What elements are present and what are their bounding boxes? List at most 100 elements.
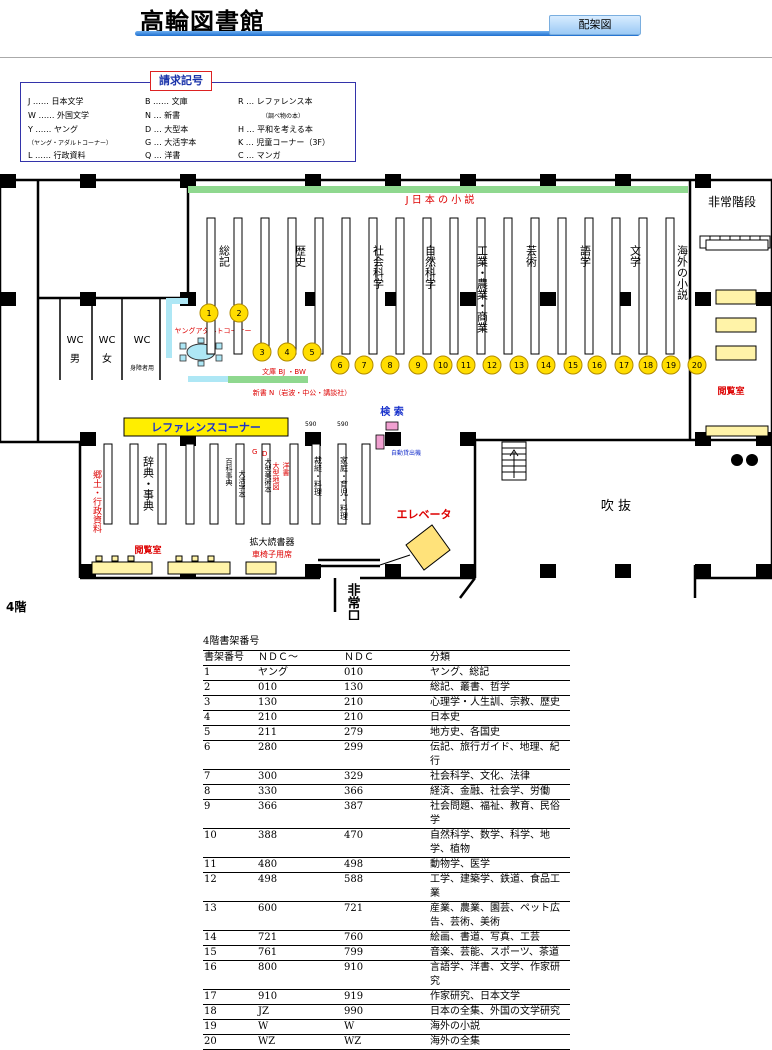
- table-cell: 210: [343, 710, 429, 726]
- search-terminal[interactable]: [385, 421, 399, 431]
- shelf-category-label: 社会科学: [372, 244, 385, 289]
- shelf-number-text: 8: [387, 361, 392, 370]
- table-cell: 絵画、書道、写真、工芸: [429, 930, 570, 946]
- table-cell: ヤング: [257, 665, 343, 681]
- shelf-number-marker[interactable]: [302, 342, 322, 362]
- table-cell: WZ: [257, 1034, 343, 1050]
- bookshelf: [157, 443, 167, 525]
- table-cell: 社会科学、文化、法律: [429, 769, 570, 785]
- table-cell: 11: [203, 857, 257, 873]
- shelf-number-marker[interactable]: [536, 355, 556, 375]
- self-checkout-label: 自動貸出機: [391, 449, 421, 457]
- bookshelf: [311, 443, 321, 525]
- floor-map-tab[interactable]: 配架図: [549, 15, 641, 35]
- table-cell: 15: [203, 945, 257, 961]
- wc-male-label: WC: [67, 335, 84, 346]
- legend-item: R … レファレンス本: [238, 97, 313, 106]
- table-cell: 329: [343, 769, 429, 785]
- shelf-number-marker[interactable]: [482, 355, 502, 375]
- table-cell: 470: [343, 828, 429, 858]
- bookshelf: [638, 217, 648, 355]
- shelf-number-text: 9: [415, 361, 420, 370]
- legend-item: Q … 洋書: [145, 151, 181, 160]
- shelf-category-label: 語学: [579, 244, 592, 267]
- shelf-number-text: 20: [692, 361, 702, 370]
- table-cell: 919: [343, 989, 429, 1005]
- shelf-number-marker[interactable]: [229, 303, 249, 323]
- shelf-number-text: 11: [461, 361, 471, 370]
- shelf-number-marker[interactable]: [380, 355, 400, 375]
- lower-shelf-label: 百科事典: [225, 458, 233, 487]
- reading-room-right-label: 閲覧室: [717, 385, 744, 397]
- table-cell: 経済、金融、社会学、労働: [429, 784, 570, 800]
- table-cell: 1: [203, 665, 257, 681]
- table-cell: 210: [343, 695, 429, 711]
- shelf-number-marker[interactable]: [638, 355, 658, 375]
- shelf-number-marker[interactable]: [614, 355, 634, 375]
- shelf-number-marker[interactable]: [330, 355, 350, 375]
- table-cell: 279: [343, 725, 429, 741]
- legend-item: K … 児童コーナー（3F）: [238, 138, 331, 147]
- shelf-number-text: 7: [361, 361, 366, 370]
- table-caption: 4階書架番号: [203, 636, 260, 647]
- table-cell: 心理学・人生訓、宗教、歴史: [429, 695, 570, 711]
- shelf-number-marker[interactable]: [509, 355, 529, 375]
- table-cell: WZ: [343, 1034, 429, 1050]
- pillars: [0, 174, 772, 578]
- elevator[interactable]: [405, 524, 451, 571]
- legend-item: B …… 文庫: [145, 97, 188, 106]
- table-cell: 19: [203, 1019, 257, 1035]
- bookshelf: [287, 217, 297, 355]
- self-checkout-machine[interactable]: [375, 434, 385, 450]
- local-admin-label: 郷土・行政資料: [91, 470, 102, 534]
- shelf-number-marker[interactable]: [563, 355, 583, 375]
- table-cell: 地方史、各国史: [429, 725, 570, 741]
- shelf-number-marker[interactable]: [587, 355, 607, 375]
- shelf-number-marker[interactable]: [354, 355, 374, 375]
- shelf-number-marker[interactable]: [661, 355, 681, 375]
- bookshelf: [185, 443, 195, 525]
- table-cell: 4: [203, 710, 257, 726]
- shelf-number-marker[interactable]: [408, 355, 428, 375]
- shelf-number-marker[interactable]: [199, 303, 219, 323]
- table-cell: 210: [257, 710, 343, 726]
- shelf-number-marker[interactable]: [456, 355, 476, 375]
- table-cell: 海外の小説: [429, 1019, 570, 1035]
- shelf-number-marker[interactable]: [252, 342, 272, 362]
- shelf-number-text: 17: [619, 361, 629, 370]
- header-cell: 分類: [429, 650, 570, 666]
- reading-room-bottom-label: 閲覧室: [134, 544, 161, 556]
- table-cell: 18: [203, 1004, 257, 1020]
- shelf-number-marker[interactable]: [687, 355, 707, 375]
- shelf-number-marker[interactable]: [277, 342, 297, 362]
- table-cell: 6: [203, 740, 257, 770]
- shelf-number-marker[interactable]: [433, 355, 453, 375]
- shelf-number-text: 1: [206, 309, 211, 318]
- elevator-label: エレベータ: [397, 508, 452, 521]
- lower-shelf-label: D: [262, 450, 267, 458]
- table-cell: 761: [257, 945, 343, 961]
- legend-title: 請求記号: [150, 71, 212, 91]
- table-cell: 3: [203, 695, 257, 711]
- bookshelf: [665, 217, 675, 355]
- table-cell: 330: [257, 784, 343, 800]
- table-cell: 299: [343, 740, 429, 770]
- wc-female-sub: 女: [102, 352, 112, 365]
- table-cell: 280: [257, 740, 343, 770]
- bookshelf: [584, 217, 594, 355]
- table-cell: 総記、叢書、哲学: [429, 680, 570, 696]
- table-cell: 17: [203, 989, 257, 1005]
- shelf-category-label: 文学: [629, 244, 642, 267]
- bookshelf: [476, 217, 486, 355]
- table-cell: 498: [257, 872, 343, 902]
- atrium-label: 吹 抜: [601, 498, 631, 514]
- table-cell: 760: [343, 930, 429, 946]
- bookshelf: [449, 217, 459, 355]
- ya-shelf-bottom: [188, 376, 228, 382]
